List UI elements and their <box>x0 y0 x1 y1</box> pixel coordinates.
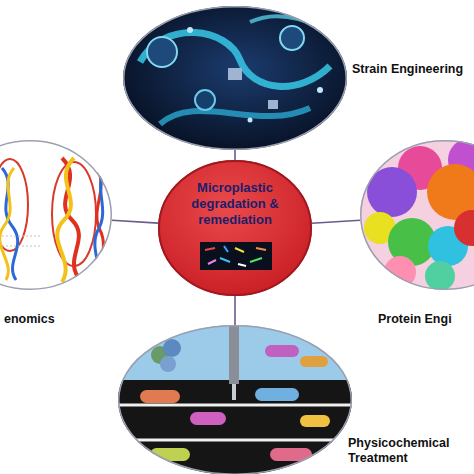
physicochemical-picture <box>115 380 360 474</box>
oval-outline <box>119 326 352 474</box>
center-disc <box>208 260 216 264</box>
protein-oval: Protein Engi <box>360 140 474 290</box>
genomics-picture <box>0 236 40 237</box>
physicochemical-picture <box>115 322 360 474</box>
physicochemical-oval: Physicochemical Treatment <box>118 325 352 474</box>
oval-outline <box>124 7 347 150</box>
connector-line <box>234 150 236 160</box>
center-disc <box>200 242 272 270</box>
strain-engineering-picture <box>195 90 215 110</box>
physicochemical-picture <box>160 356 176 372</box>
center-disc <box>158 160 312 296</box>
genomics-oval: enomics <box>0 140 112 290</box>
strain-engineering-picture <box>268 100 278 109</box>
protein-engineering-picture <box>454 210 474 246</box>
center-disc <box>220 258 230 262</box>
genomics-picture <box>0 246 40 247</box>
physicochemical-picture <box>300 356 328 367</box>
physicochemical-picture <box>140 390 180 403</box>
center-disc <box>250 258 262 262</box>
oval-outline <box>0 140 112 290</box>
physicochemical-picture <box>115 439 360 442</box>
branch-label: Strain Engineering <box>352 62 470 77</box>
center-circle: Microplastic degradation & remediation <box>158 160 312 296</box>
strain-engineering-picture <box>280 26 304 50</box>
oval-outline <box>123 6 347 150</box>
physicochemical-picture <box>229 326 239 384</box>
genomics-picture <box>0 135 120 295</box>
strain-engineering-picture <box>160 108 310 124</box>
strain-engineering-picture <box>248 118 253 123</box>
center-disc <box>238 264 246 266</box>
strain-engineering-picture <box>120 0 360 155</box>
connector-line <box>112 220 158 223</box>
physicochemical-picture <box>232 384 236 400</box>
genomics-picture <box>0 168 14 280</box>
strain-engineering-picture <box>317 87 323 93</box>
strain-oval: Strain Engineering <box>123 6 347 150</box>
oval-outline <box>360 140 474 290</box>
connector-line <box>234 296 236 325</box>
protein-engineering-picture <box>425 261 455 291</box>
genomics-picture <box>52 162 96 266</box>
branch-label: Physicochemical Treatment <box>348 436 470 466</box>
protein-engineering-picture <box>355 135 474 295</box>
physicochemical-picture <box>115 404 360 407</box>
strain-engineering-picture <box>187 27 193 33</box>
strain-engineering-picture <box>147 37 177 67</box>
oval-outline <box>0 141 111 290</box>
branch-label: enomics <box>4 312 84 327</box>
center-title: Microplastic degradation & remediation <box>158 180 312 228</box>
center-disc <box>158 160 312 296</box>
center-disc <box>235 248 244 252</box>
connector-line <box>312 220 360 223</box>
oval-outline <box>118 325 352 474</box>
physicochemical-picture <box>255 388 299 401</box>
center-disc <box>256 248 266 250</box>
oval-outline <box>159 161 311 295</box>
physicochemical-picture <box>300 415 330 427</box>
oval-outline <box>361 141 474 290</box>
center-disc <box>205 248 215 250</box>
physicochemical-picture <box>190 412 226 425</box>
physicochemical-picture <box>265 345 299 357</box>
strain-engineering-picture <box>228 68 242 80</box>
center-disc <box>224 246 228 252</box>
genomics-picture <box>57 158 74 282</box>
physicochemical-picture <box>163 339 181 357</box>
genomics-picture <box>95 170 104 288</box>
genomics-picture <box>0 135 120 295</box>
strain-engineering-picture <box>120 0 360 155</box>
branch-label: Protein Engi <box>378 312 470 327</box>
